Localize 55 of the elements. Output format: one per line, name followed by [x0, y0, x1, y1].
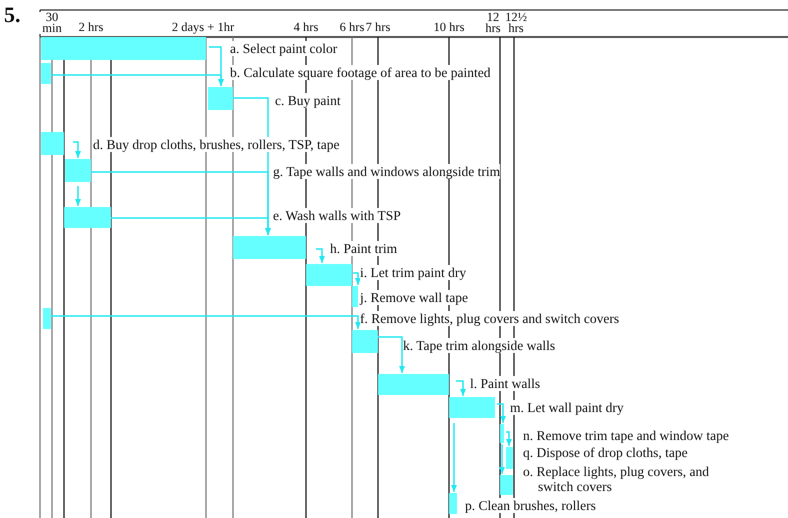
arrow	[451, 423, 457, 492]
task-label: d. Buy drop cloths, brushes, rollers, TSP, tape	[93, 137, 340, 152]
task-label: a. Select paint color	[230, 41, 338, 56]
arrow	[506, 431, 512, 446]
arrow	[73, 141, 81, 158]
task-bar	[352, 286, 358, 307]
task-label: n. Remove trim tape and window tape	[523, 428, 729, 443]
task-bar	[306, 264, 352, 286]
task-bar	[500, 424, 504, 443]
task-label: c. Buy paint	[275, 93, 341, 108]
task-bar	[233, 236, 306, 259]
task-label: l. Paint walls	[470, 376, 540, 391]
arrow	[111, 217, 271, 235]
task-label: p. Clean brushes, rollers	[465, 498, 596, 513]
arrow	[456, 380, 466, 396]
task-bar	[449, 493, 457, 514]
task-bar	[208, 87, 233, 110]
arrow	[499, 444, 505, 474]
task-bar	[41, 37, 206, 60]
tick-label: 12½ hrs	[504, 12, 528, 34]
task-label: b. Calculate square footage of area to be painted	[230, 65, 491, 80]
arrow	[316, 248, 325, 263]
task-label: q. Dispose of drop cloths, tape	[523, 445, 688, 460]
task-bar	[500, 475, 513, 495]
arrow	[353, 272, 361, 285]
task-label: g. Tape walls and windows alongside trim	[273, 164, 500, 179]
tick-label: 30 min	[39, 12, 65, 34]
task-bar	[41, 63, 51, 84]
tick-label: 2 days + 1hr	[172, 22, 234, 33]
task-label: f. Remove lights, plug covers and switch covers	[360, 311, 620, 326]
arrow	[51, 74, 224, 86]
tick-label: 10 hrs	[434, 22, 464, 33]
arrow	[378, 336, 405, 373]
task-label: e. Wash walls with TSP	[273, 208, 401, 223]
task-bar	[65, 159, 91, 182]
task-bar	[43, 308, 51, 329]
task-bar	[64, 207, 111, 228]
arrow	[497, 403, 506, 423]
task-label: k. Tape trim alongside walls	[403, 338, 556, 353]
figure-number: 5.	[4, 4, 20, 26]
task-label: h. Paint trim	[330, 241, 398, 256]
task-bar	[352, 330, 378, 353]
arrow	[51, 315, 361, 329]
task-label: i. Let trim paint dry	[360, 265, 466, 280]
arrow	[75, 186, 81, 206]
tick-label: 7 hrs	[366, 22, 390, 33]
task-bar	[41, 132, 64, 155]
tick-label: 2 hrs	[78, 22, 104, 33]
tick-label: 4 hrs	[294, 22, 318, 33]
task-label: m. Let wall paint dry	[510, 400, 624, 415]
task-bar	[378, 374, 449, 395]
task-bar	[449, 397, 495, 418]
tick-label: 6 hrs	[340, 22, 364, 33]
task-bar	[506, 447, 513, 469]
task-label: j. Remove wall tape	[360, 290, 468, 305]
